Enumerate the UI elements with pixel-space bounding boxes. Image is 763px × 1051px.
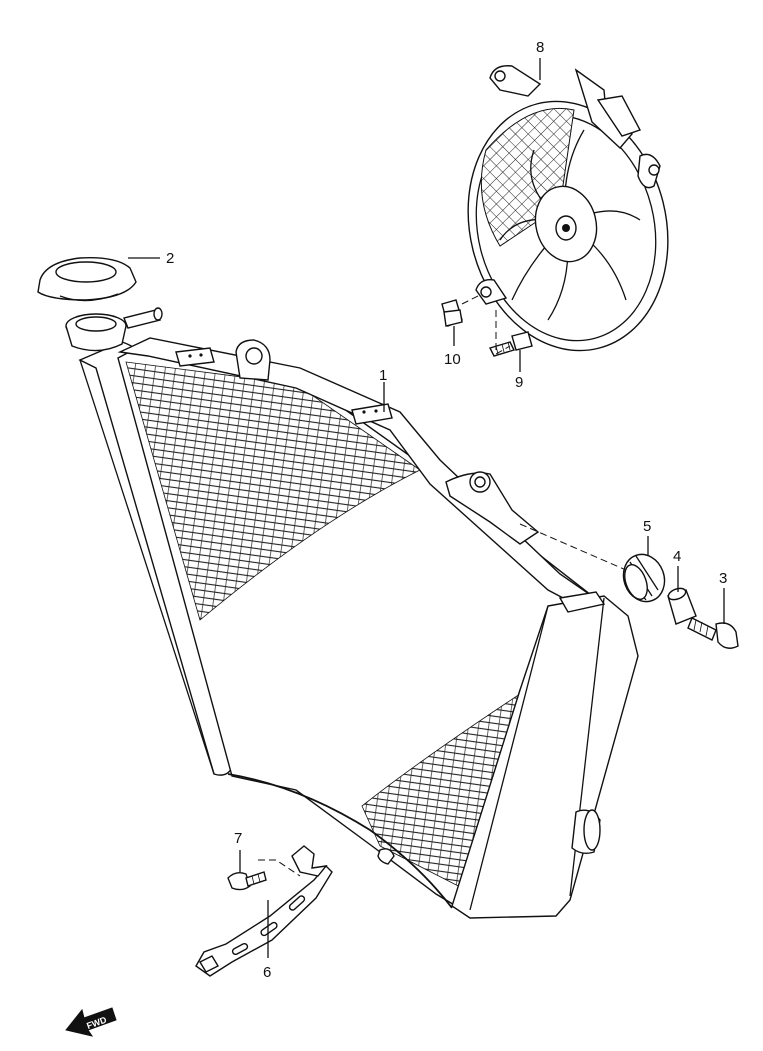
callout-2: 2: [166, 250, 174, 267]
leader-7-bracket: [258, 859, 301, 877]
callout-10: 10: [444, 351, 461, 368]
callout-leaders: [128, 58, 725, 958]
bracket-bolt: [227, 871, 267, 891]
leader-5-radiator: [519, 523, 627, 571]
callout-8: 8: [536, 39, 544, 56]
leader-9-fan: [495, 310, 511, 355]
grommet: [622, 553, 666, 603]
callout-1: 1: [379, 367, 387, 384]
collar: [667, 587, 697, 625]
fwd-arrow-icon: FWD: [65, 1007, 117, 1037]
radiator-cap: [37, 257, 137, 302]
callout-6: 6: [263, 964, 271, 981]
callout-5: 5: [643, 518, 651, 535]
callout-7: 7: [234, 830, 242, 847]
radiator-bolt: [687, 617, 739, 649]
leader-10-fan: [461, 293, 483, 305]
lower-bracket: [195, 845, 333, 977]
filler-neck: [65, 307, 163, 352]
radiator: [78, 337, 639, 919]
clip-nut: [441, 299, 463, 327]
callout-3: 3: [719, 570, 727, 587]
callout-4: 4: [673, 548, 681, 565]
callout-9: 9: [515, 374, 523, 391]
fan-bolt: [489, 331, 533, 357]
cooling-fan: [467, 65, 669, 352]
